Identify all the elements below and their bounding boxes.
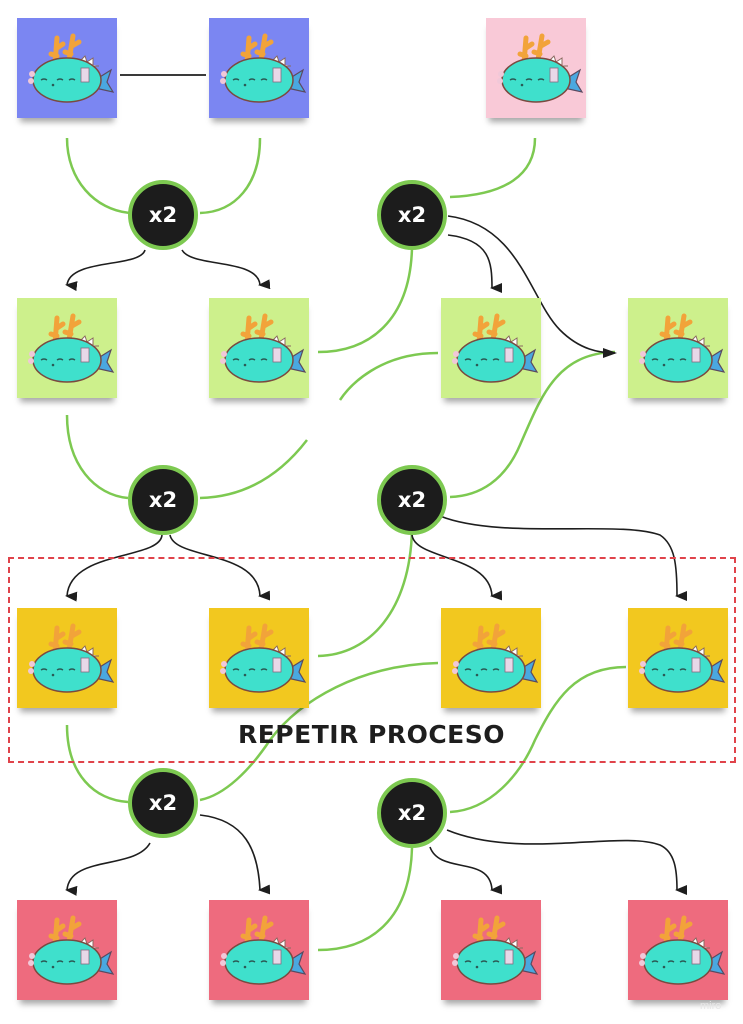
- input-connector: [65, 724, 129, 804]
- repeat-process-label: REPETIR PROCESO: [237, 720, 506, 749]
- output-arrow: [446, 829, 688, 895]
- axie-icon: [220, 623, 307, 693]
- axie-card-g3b: [209, 900, 309, 1000]
- output-arrow: [447, 215, 617, 358]
- axie-card-g3a: [17, 900, 117, 1000]
- breed-node: x2: [377, 465, 447, 535]
- input-connector: [317, 529, 414, 658]
- axie-card-g2c: [441, 608, 541, 708]
- axie-card-g2a: [17, 608, 117, 708]
- output-arrow: [181, 249, 271, 290]
- input-connector: [199, 439, 308, 500]
- axie-card-g1d: [628, 298, 728, 398]
- miro-watermark: miro: [700, 1000, 722, 1012]
- output-arrow: [439, 515, 688, 601]
- input-connector: [65, 137, 131, 215]
- axie-icon: [28, 623, 115, 693]
- axie-icon: [639, 915, 726, 985]
- axie-icon: [28, 915, 115, 985]
- axie-icon: [639, 623, 726, 693]
- input-connector: [317, 847, 414, 952]
- repeat-process-region: [8, 557, 736, 763]
- axie-card-p2: [209, 18, 309, 118]
- input-connector: [199, 137, 262, 215]
- input-connector: [449, 137, 537, 199]
- axie-icon: [452, 915, 539, 985]
- axie-icon: [28, 313, 115, 383]
- axie-icon: [220, 915, 307, 985]
- axie-card-g1b: [209, 298, 309, 398]
- axie-card-g2d: [628, 608, 728, 708]
- input-connector: [449, 350, 616, 499]
- axie-card-p3: [486, 18, 586, 118]
- input-connector: [317, 247, 414, 354]
- output-arrow: [65, 842, 151, 896]
- breed-node: x2: [128, 180, 198, 250]
- breed-node: x2: [128, 465, 198, 535]
- axie-icon: [220, 33, 307, 103]
- axie-card-g3d: [628, 900, 728, 1000]
- input-connector: [65, 414, 129, 500]
- axie-icon: [452, 623, 539, 693]
- axie-card-g2b: [209, 608, 309, 708]
- axie-icon: [220, 313, 307, 383]
- output-arrow: [429, 846, 503, 895]
- axie-icon: [452, 313, 539, 383]
- breed-node: x2: [128, 768, 198, 838]
- input-connector: [338, 351, 439, 401]
- breed-node: x2: [377, 778, 447, 848]
- axie-card-g1a: [17, 298, 117, 398]
- axie-icon: [497, 33, 584, 103]
- output-arrow: [447, 234, 503, 293]
- output-arrow: [411, 534, 503, 601]
- axie-card-g3c: [441, 900, 541, 1000]
- output-arrow: [199, 814, 271, 895]
- input-connector: [449, 665, 627, 814]
- breed-node: x2: [377, 180, 447, 250]
- axie-icon: [28, 33, 115, 103]
- axie-card-g1c: [441, 298, 541, 398]
- output-arrow: [65, 249, 146, 292]
- axie-card-p1: [17, 18, 117, 118]
- axie-icon: [639, 313, 726, 383]
- input-connector: [199, 661, 439, 802]
